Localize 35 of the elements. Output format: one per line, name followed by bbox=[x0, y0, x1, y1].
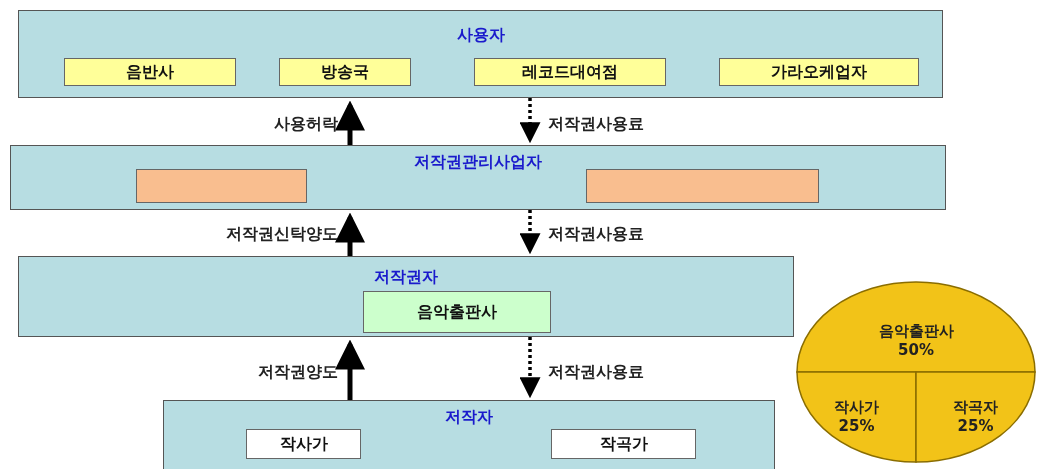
group-title: 저작권자 bbox=[374, 267, 438, 288]
group-title: 사용자 bbox=[456, 25, 505, 46]
group-band bbox=[18, 10, 943, 98]
entity-box bbox=[136, 169, 307, 203]
entity-box: 가라오케업자 bbox=[719, 58, 919, 86]
group-band bbox=[18, 256, 794, 337]
edge-label: 저작권신탁양도 bbox=[226, 224, 338, 245]
arrow bbox=[335, 100, 365, 145]
arrow bbox=[519, 98, 541, 144]
entity-box: 작곡가 bbox=[551, 429, 696, 459]
group-title: 저작권관리사업자 bbox=[414, 152, 542, 173]
entity-box: 방송국 bbox=[279, 58, 411, 86]
edge-label: 저작권양도 bbox=[258, 362, 338, 383]
segment-label: 음악출판사 50% bbox=[877, 322, 955, 360]
segment-label: 작사가 25% bbox=[833, 398, 880, 436]
arrow bbox=[519, 210, 541, 255]
entity-box: 음반사 bbox=[64, 58, 236, 86]
arrow bbox=[335, 212, 365, 256]
arrow bbox=[335, 339, 365, 400]
edge-label: 사용허락 bbox=[274, 114, 338, 135]
edge-label: 저작권사용료 bbox=[548, 362, 644, 383]
pie-segment bbox=[916, 372, 1035, 462]
entity-box: 음악출판사 bbox=[363, 291, 551, 333]
entity-box: 작사가 bbox=[246, 429, 361, 459]
group-band bbox=[10, 145, 946, 210]
entity-box: 레코드대여점 bbox=[474, 58, 666, 86]
group-band bbox=[163, 400, 775, 469]
group-title: 저작자 bbox=[445, 407, 493, 428]
entity-box bbox=[586, 169, 819, 203]
edge-label: 저작권사용료 bbox=[548, 114, 644, 135]
edge-label: 저작권사용료 bbox=[548, 224, 644, 245]
pie-segment bbox=[797, 372, 916, 462]
pie-segment bbox=[797, 282, 1035, 372]
arrow bbox=[519, 337, 541, 399]
segment-label: 작곡자 25% bbox=[952, 398, 999, 436]
